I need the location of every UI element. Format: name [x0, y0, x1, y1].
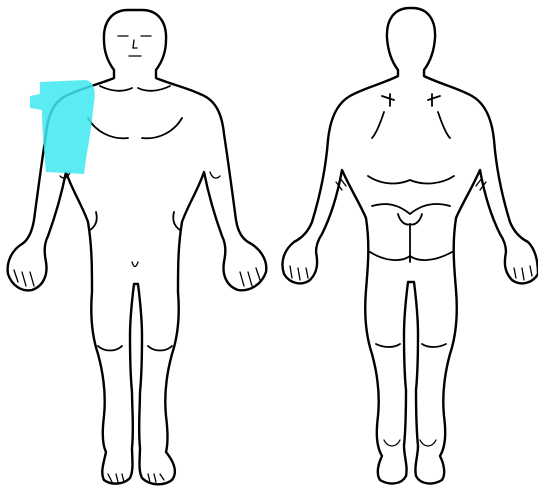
front-body[interactable]	[8, 10, 267, 484]
back-view	[282, 8, 538, 483]
highlight-right-shoulder[interactable]	[30, 80, 95, 174]
front-view	[8, 10, 267, 484]
